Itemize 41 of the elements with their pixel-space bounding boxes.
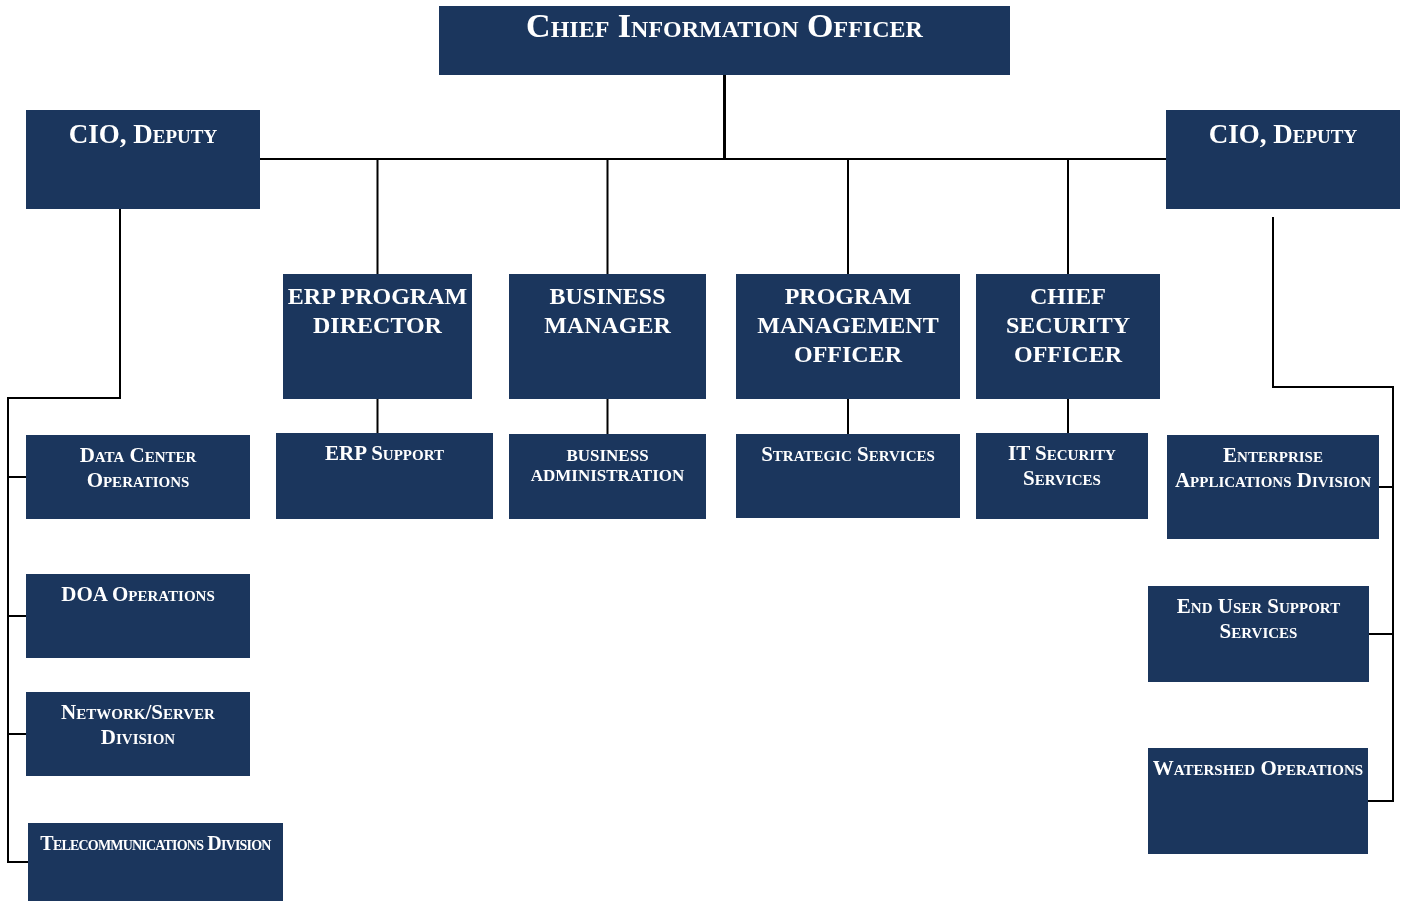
org-box <box>509 274 706 399</box>
connector-line <box>1272 216 1394 802</box>
org-box <box>26 435 250 519</box>
role-title: Telecommunications Division <box>39 831 272 855</box>
org-box <box>736 434 960 518</box>
role-title: DOA Operations <box>60 582 216 608</box>
role-title: Network/Server Division <box>60 700 216 751</box>
role-title: ERP PROGRAM DIRECTOR <box>286 282 469 340</box>
org-box <box>976 274 1160 399</box>
connector-line <box>847 398 849 435</box>
role-title: Data Center Operations <box>78 443 198 494</box>
org-box <box>26 692 250 776</box>
role-title: Enterprise Applications Division <box>1173 443 1373 494</box>
connector-line <box>606 398 609 435</box>
org-box <box>1167 435 1379 539</box>
org-box <box>276 433 493 519</box>
org-box <box>976 433 1148 519</box>
org-box <box>26 574 250 658</box>
org-box <box>1148 748 1368 854</box>
org-box <box>509 434 706 519</box>
org-box <box>283 274 472 399</box>
role-title: CIO, Deputy <box>1207 118 1359 151</box>
org-box <box>1166 110 1400 209</box>
role-title: PROGRAM MANAGEMENT OFFICER <box>756 282 940 369</box>
role-title: Strategic Services <box>760 442 936 468</box>
org-box <box>736 274 960 399</box>
org-box <box>28 823 283 901</box>
org-box <box>26 110 260 209</box>
role-title: End User Support Services <box>1175 594 1342 645</box>
role-title: CHIEF SECURITY OFFICER <box>1005 282 1131 369</box>
connector-line <box>376 398 379 434</box>
role-title: Watershed Operations <box>1151 756 1365 782</box>
org-box <box>439 6 1010 75</box>
org-box <box>1148 586 1369 682</box>
role-title: CIO, Deputy <box>67 118 219 151</box>
role-title: ERP Support <box>324 441 445 467</box>
role-title: BUSINESS ADMINISTRATION <box>529 446 686 487</box>
role-title: Chief Information Officer <box>525 6 924 46</box>
role-title: BUSINESS MANAGER <box>543 282 672 340</box>
connector-line <box>1067 398 1069 434</box>
role-title: IT Security Services <box>1007 441 1117 492</box>
